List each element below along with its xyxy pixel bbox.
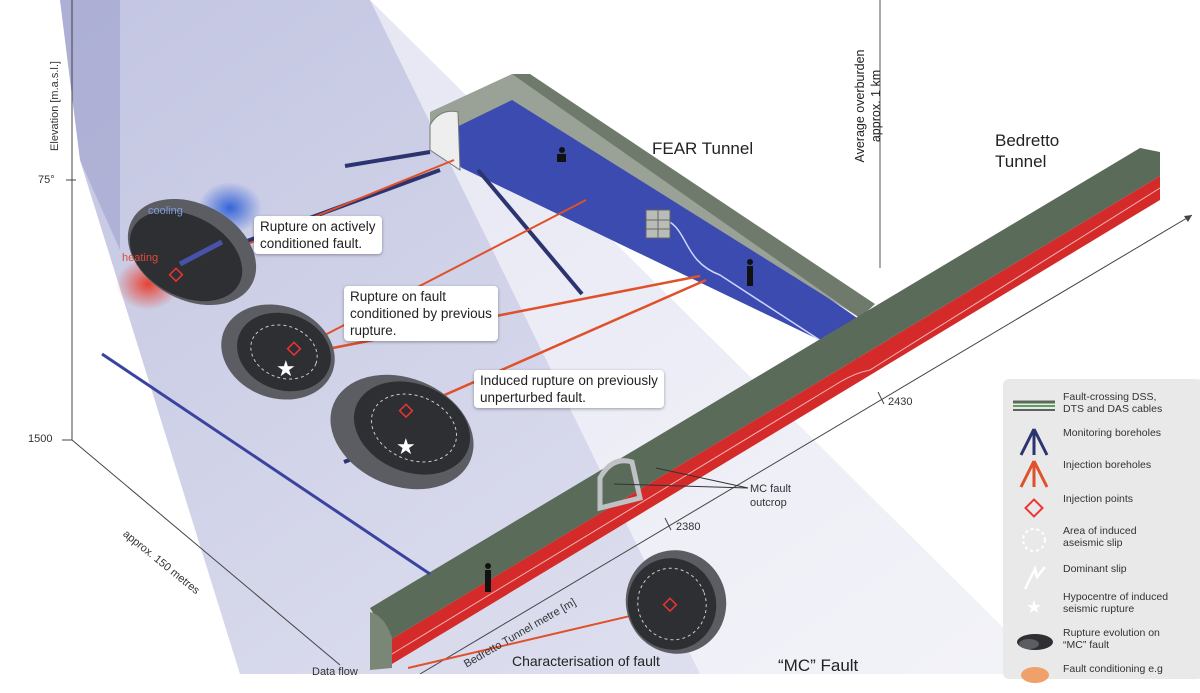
angle-label: 75° — [38, 174, 55, 186]
dss-cable-icon — [1013, 400, 1055, 411]
mc-outcrop-label: MC fault outcrop — [750, 483, 791, 509]
monitoring-borehole-icon — [1019, 428, 1049, 456]
aseismic-slip-icon — [1022, 528, 1046, 552]
characterisation-label: Characterisation of fault — [512, 653, 660, 669]
legend-label: Fault conditioning e.g — [1063, 663, 1163, 675]
outcrop-pointer-1 — [613, 483, 749, 489]
callout-previous-rupture: Rupture on fault conditioned by previous… — [344, 286, 498, 341]
fault-disc-4 — [625, 550, 727, 654]
injection-borehole-3 — [301, 274, 701, 356]
tunnel-metre-2430: 2430 — [888, 396, 913, 408]
data-flow-label: Data flow — [312, 666, 358, 678]
dominant-slip-icon — [1023, 565, 1046, 590]
width-axis-line — [71, 439, 341, 666]
fault-conditioning-icon — [1021, 667, 1049, 683]
legend-label: Hypocentre of induced seismic rupture — [1063, 591, 1169, 615]
legend-item: Injection boreholes — [1003, 459, 1200, 489]
fear-tunnel-wall — [430, 74, 860, 318]
callout-actively-conditioned: Rupture on actively conditioned fault. — [254, 216, 382, 254]
tunnel-metre-arrow — [1184, 215, 1192, 222]
fault-disc-3: ★ — [330, 374, 474, 490]
bedretto-tunnel-top — [370, 148, 1160, 640]
person-silhouette-1 — [747, 259, 753, 286]
callout-unperturbed-fault: Induced rupture on previously unperturbe… — [474, 370, 664, 408]
legend-item: Dominant slip — [1003, 563, 1200, 593]
monitoring-borehole-2 — [476, 168, 584, 296]
monitoring-borehole-1 — [344, 150, 431, 168]
legend-label: Monitoring boreholes — [1063, 427, 1162, 439]
tunnel-metre-2380: 2380 — [676, 521, 701, 533]
heating-label: heating — [122, 252, 159, 264]
tunnel-diagram: ★ ★ — [60, 0, 1193, 674]
svg-text:★: ★ — [276, 357, 296, 382]
hypocentre-icon: ★ — [1026, 597, 1042, 618]
elevation-axis-label: Elevation [m.a.s.l.] — [49, 61, 61, 151]
injection-borehole-2 — [291, 199, 587, 353]
legend-item: ★ Hypocentre of induced seismic rupture — [1003, 591, 1200, 621]
svg-text:★: ★ — [396, 435, 416, 460]
fear-tunnel-label: FEAR Tunnel — [652, 139, 754, 158]
legend-label: Injection boreholes — [1063, 459, 1152, 471]
tunnel-metre-axis — [419, 214, 1193, 674]
fear-portal — [429, 110, 461, 171]
bedretto-tunnel-label: Bedretto Tunnel — [995, 131, 1060, 171]
fear-tunnel-top — [512, 74, 875, 318]
fear-tunnel-floor — [430, 78, 860, 360]
elevation-value-label: 1500 — [28, 433, 53, 445]
legend-item: Injection points — [1003, 493, 1200, 523]
bedretto-tunnel-red — [390, 176, 1160, 664]
legend-label: Injection points — [1063, 493, 1134, 505]
person-silhouette-2 — [485, 563, 491, 592]
svg-text:★: ★ — [1026, 597, 1042, 618]
injection-borehole-4 — [405, 278, 707, 414]
rupture-evolution-icon — [1017, 634, 1053, 650]
legend-label: Rupture evolution on “MC” fault — [1063, 627, 1160, 651]
legend: Fault-crossing DSS, DTS and DAS cables M… — [1003, 379, 1200, 683]
legend-label: Dominant slip — [1063, 563, 1127, 575]
legend-item: Fault-crossing DSS, DTS and DAS cables — [1003, 391, 1200, 421]
fault-plane-shadow — [60, 0, 120, 250]
legend-item: Fault conditioning e.g — [1003, 663, 1200, 693]
mc-fault-label: “MC” Fault — [778, 656, 859, 675]
bedretto-fibre-line — [391, 187, 1161, 655]
tick-2430 — [877, 391, 885, 405]
injection-borehole-icon — [1019, 460, 1049, 488]
legend-label: Area of induced aseismic slip — [1063, 525, 1137, 549]
fault-disc-2: ★ — [221, 304, 335, 400]
overburden-label: Average overburden approx. 1 km — [853, 49, 883, 163]
monitoring-borehole-4 — [101, 352, 431, 576]
person-silhouette-3 — [557, 147, 566, 162]
outcrop-pointer-2 — [655, 467, 749, 489]
fault-disc-1 — [127, 198, 257, 306]
legend-label: Fault-crossing DSS, DTS and DAS cables — [1063, 391, 1163, 415]
legend-item: Rupture evolution on “MC” fault — [1003, 627, 1200, 657]
tick-2380 — [664, 517, 672, 531]
container-module — [645, 209, 671, 239]
legend-item: Area of induced aseismic slip — [1003, 525, 1200, 555]
legend-item: Monitoring boreholes — [1003, 427, 1200, 457]
bedretto-portal — [370, 612, 392, 670]
cooling-label: cooling — [148, 205, 183, 217]
mc-outcrop-arch — [597, 458, 643, 512]
injection-point-icon — [1024, 498, 1044, 518]
